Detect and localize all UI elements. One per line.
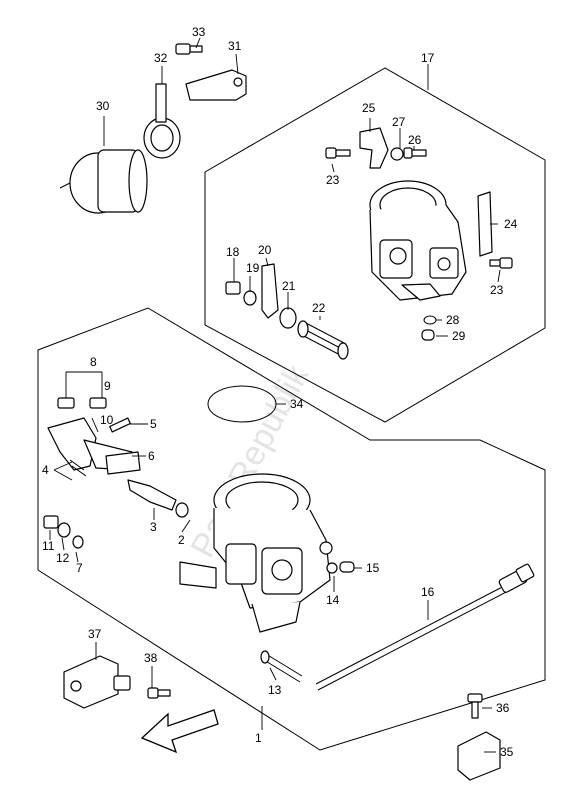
callout-6: 6 [148, 449, 155, 463]
part-21-seal [279, 307, 297, 329]
part-7-washer [72, 535, 84, 549]
part-35-bracket [457, 731, 501, 781]
callout-9: 9 [104, 379, 111, 393]
part-23-screw-upper [325, 147, 351, 159]
part-3-lever [127, 479, 177, 511]
lower-throttle-body [179, 473, 333, 633]
callout-10: 10 [100, 413, 114, 427]
part-23-screw-right [489, 257, 513, 269]
callout-38: 38 [144, 651, 158, 665]
callout-5: 5 [150, 417, 157, 431]
callout-26: 26 [408, 133, 422, 147]
part-33-screw [175, 43, 203, 55]
part-5-screw [109, 417, 131, 433]
callout-4: 4 [42, 463, 49, 477]
callout-29: 29 [452, 329, 466, 343]
part-28-ring [423, 315, 437, 325]
callout-31: 31 [228, 39, 242, 53]
callout-1: 1 [255, 731, 262, 745]
callout-23-right: 23 [490, 283, 504, 297]
callout-14: 14 [326, 593, 340, 607]
callout-23-upper: 23 [326, 173, 340, 187]
part-6-plate [105, 451, 141, 475]
callout-21: 21 [282, 279, 296, 293]
callout-32: 32 [154, 51, 168, 65]
callout-35: 35 [500, 745, 514, 759]
callout-20: 20 [258, 243, 272, 257]
part-38-screw [147, 687, 171, 699]
callout-18: 18 [226, 245, 240, 259]
callout-27: 27 [392, 115, 406, 129]
leader-lines [49, 37, 501, 753]
callout-16: 16 [421, 585, 435, 599]
part-29-cap [421, 329, 435, 341]
callout-24: 24 [504, 217, 518, 231]
part-20-lever [261, 263, 279, 319]
callout-11: 11 [42, 539, 55, 553]
callout-19: 19 [246, 261, 260, 275]
callout-3: 3 [150, 520, 157, 534]
callout-labels: 1 2 3 4 5 6 7 8 9 10 11 12 13 14 15 16 1… [42, 25, 518, 759]
callout-37: 37 [88, 627, 102, 641]
part-30-sensor [59, 149, 148, 214]
callout-13: 13 [268, 683, 282, 697]
callout-7: 7 [76, 561, 83, 575]
part-36-screw [467, 693, 483, 719]
callout-17: 17 [421, 51, 435, 65]
part-14-screw [326, 562, 338, 574]
part-24-bracket [477, 191, 493, 257]
upper-throttle-body [369, 180, 467, 301]
callout-28: 28 [446, 313, 460, 327]
part-25-bracket [359, 127, 389, 169]
callout-33: 33 [192, 25, 206, 39]
part-2-washer [175, 502, 189, 518]
callout-36: 36 [496, 701, 510, 715]
part-22-spring [297, 320, 349, 360]
outline-upper-assembly [204, 67, 546, 423]
part-12-washer [57, 522, 71, 538]
callout-30: 30 [96, 99, 110, 113]
part-26-screw [403, 147, 427, 159]
part-15-cap [339, 561, 355, 573]
part-16-cable [315, 563, 535, 691]
callout-25: 25 [362, 101, 376, 115]
callout-12: 12 [56, 551, 70, 565]
part-31-bracket [185, 69, 247, 101]
outline-lower-assembly [37, 307, 546, 751]
part-11-nut [43, 515, 59, 529]
front-direction-arrow-icon [140, 709, 219, 754]
part-18-nut [225, 281, 241, 295]
callout-34: 34 [290, 397, 304, 411]
part-32-clamp [143, 83, 181, 159]
callout-22: 22 [312, 301, 326, 315]
part-13-spring [260, 650, 303, 683]
part-19-washer [243, 290, 257, 306]
callout-2: 2 [178, 533, 185, 547]
callout-15: 15 [366, 561, 380, 575]
part-27-nut [390, 147, 404, 161]
callout-8: 8 [90, 355, 97, 369]
part-37-sensor [63, 655, 131, 709]
